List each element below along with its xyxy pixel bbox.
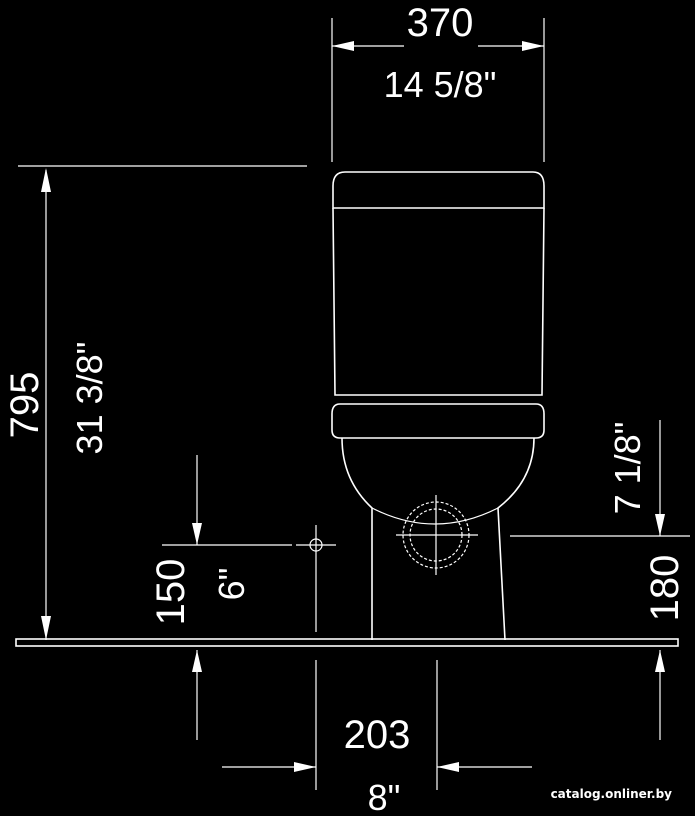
inlet-height-mm-label: 150: [149, 559, 193, 626]
dimension-outlet-height: [510, 420, 690, 740]
outlet-spacing-in-label: 8": [368, 777, 401, 816]
outlet-spacing-mm-label: 203: [344, 713, 411, 757]
height-mm-label: 795: [3, 372, 47, 439]
floor-line: [15, 638, 679, 647]
dimension-width: [331, 18, 545, 162]
dimension-inlet-height: [162, 455, 292, 740]
dimension-outlet-spacing: [222, 660, 532, 790]
width-in-label: 14 5/8": [384, 64, 497, 105]
outlet-height-in-label: 7 1/8": [607, 422, 648, 515]
width-mm-label: 370: [407, 1, 474, 45]
dimension-height: [18, 165, 307, 640]
toilet-outline: [331, 171, 545, 641]
inlet-marker: [296, 525, 336, 632]
watermark: catalog.onliner.by: [551, 787, 673, 801]
outlet-height-mm-label: 180: [643, 555, 687, 622]
height-in-label: 31 3/8": [69, 342, 110, 455]
inlet-height-in-label: 6": [211, 568, 252, 601]
